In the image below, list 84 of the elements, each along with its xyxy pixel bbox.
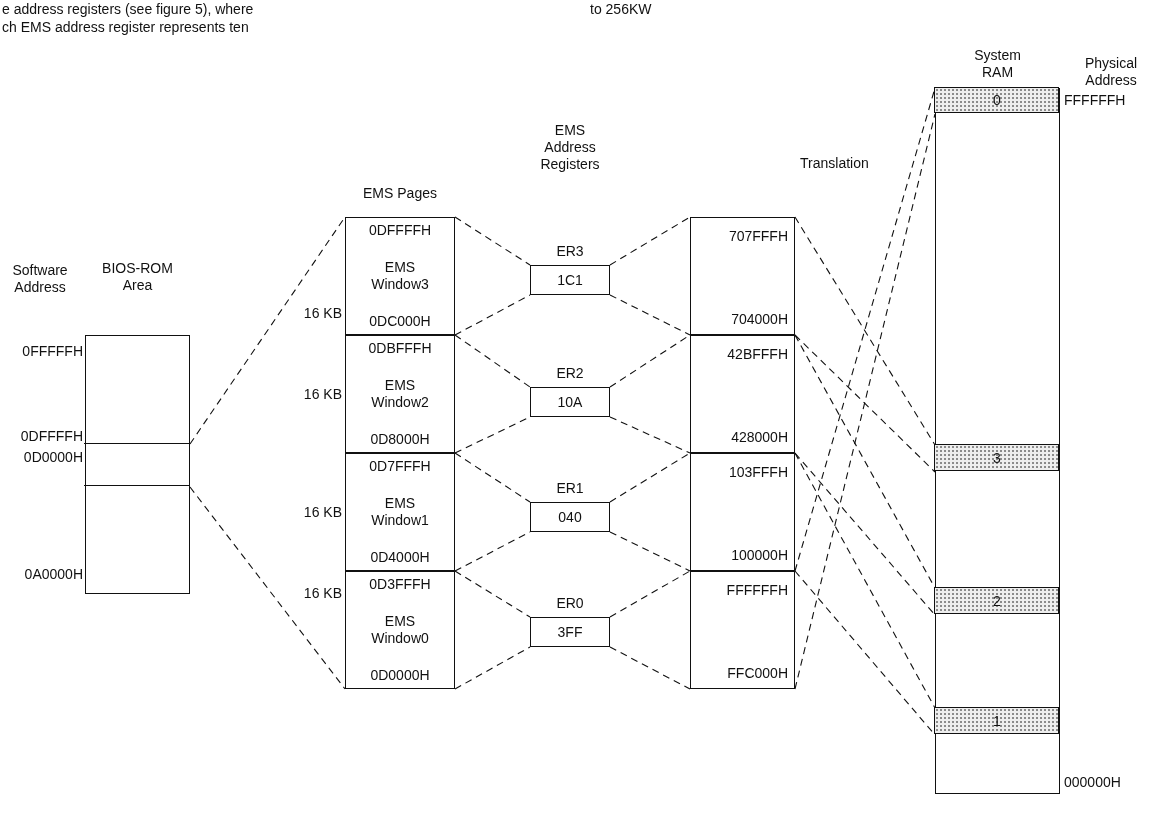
window-name: EMS Window0: [370, 613, 430, 647]
dashed-connector: [794, 334, 936, 473]
text-label: FFFFFFH: [1064, 92, 1127, 109]
memory-block: [690, 571, 795, 689]
memory-block: [690, 335, 795, 453]
address-text: 103FFFH: [728, 464, 788, 481]
dashed-connector: [454, 216, 531, 266]
address-text: FFC000H: [727, 665, 788, 682]
memory-segment: [84, 443, 190, 487]
address-text: 0DBFFFH: [368, 340, 432, 357]
text-label: 0DFFFFH: [19, 428, 83, 445]
ems-window-box: [345, 453, 455, 571]
dashed-connector: [609, 294, 691, 336]
column-heading: System RAM: [973, 47, 1022, 81]
dashed-connector: [609, 216, 691, 266]
dashed-connector: [609, 531, 691, 572]
register-name: ER0: [556, 595, 584, 612]
address-text: 0DFFFFH: [368, 222, 432, 239]
address-text: 0DC000H: [369, 313, 431, 330]
dashed-connector: [454, 646, 531, 690]
dashed-connector: [794, 452, 936, 709]
text-label: to 256KW: [590, 1, 653, 18]
memory-page: [934, 707, 1060, 735]
dashed-connector: [454, 452, 531, 503]
text-label: 0FFFFFH: [21, 343, 83, 360]
dashed-connector: [454, 334, 531, 388]
register-value: 1C1: [557, 271, 583, 289]
address-text: 0D3FFFH: [369, 576, 431, 593]
dashed-connector: [454, 294, 531, 336]
window-name: EMS Window3: [370, 259, 430, 293]
column-heading: BIOS-ROM Area: [101, 260, 174, 294]
text-label: 16 KB: [302, 504, 342, 521]
text-label: 16 KB: [302, 305, 342, 322]
dashed-connector: [794, 113, 936, 690]
text-label: Physical Address: [1083, 55, 1139, 89]
window-name: EMS Window1: [370, 495, 430, 529]
memory-page: [934, 87, 1060, 114]
register-name: ER2: [556, 365, 584, 382]
page-number: 2: [993, 592, 1001, 610]
text-label: EMS Pages: [362, 185, 438, 202]
register-value: 040: [558, 508, 582, 526]
dashed-connector: [609, 452, 691, 503]
text-label: EMS Address Registers: [539, 122, 601, 173]
page-number: 1: [993, 712, 1001, 730]
text-label: 0D0000H: [22, 449, 83, 466]
address-text: 0D7FFFH: [369, 458, 431, 475]
memory-block: [690, 217, 795, 335]
text-label: 0A0000H: [23, 566, 83, 583]
address-text: 0D4000H: [370, 549, 430, 566]
memory-block: [690, 453, 795, 571]
dashed-connector: [609, 646, 691, 690]
address-text: 42BFFFH: [727, 346, 788, 363]
dashed-connector: [454, 570, 531, 618]
register-name: ER3: [556, 243, 584, 260]
address-text: FFFFFFH: [726, 582, 788, 599]
page-number: 3: [993, 449, 1001, 467]
ems-window-box: [345, 335, 455, 453]
address-text: 100000H: [731, 547, 788, 564]
ems-window-box: [345, 217, 455, 335]
ems-window-box: [345, 571, 455, 689]
dashed-connector: [794, 216, 936, 446]
text-label: 16 KB: [302, 386, 342, 403]
dashed-connector: [189, 486, 346, 690]
text-label: e address registers (see figure 5), where: [2, 1, 255, 18]
memory-page: [934, 444, 1060, 472]
register-value: 10A: [557, 393, 583, 411]
memory-page: [934, 587, 1060, 615]
dashed-connector: [609, 416, 691, 454]
text-label: ch EMS address register represents ten: [2, 19, 250, 36]
text-label: Translation: [800, 155, 870, 172]
text-label: Software Address: [11, 262, 69, 296]
address-text: 704000H: [731, 311, 788, 328]
dashed-connector: [794, 452, 936, 616]
text-label: 000000H: [1064, 774, 1122, 791]
window-name: EMS Window2: [370, 377, 430, 411]
register-value: 3FF: [557, 623, 583, 641]
address-text: 707FFFH: [728, 228, 788, 245]
page-number: 0: [993, 92, 1001, 109]
address-text: 0D0000H: [370, 667, 430, 684]
register-name: ER1: [556, 480, 584, 497]
text-label: 16 KB: [302, 585, 342, 602]
dashed-connector: [609, 570, 691, 618]
address-text: 428000H: [731, 429, 788, 446]
address-text: 0D8000H: [370, 431, 430, 448]
